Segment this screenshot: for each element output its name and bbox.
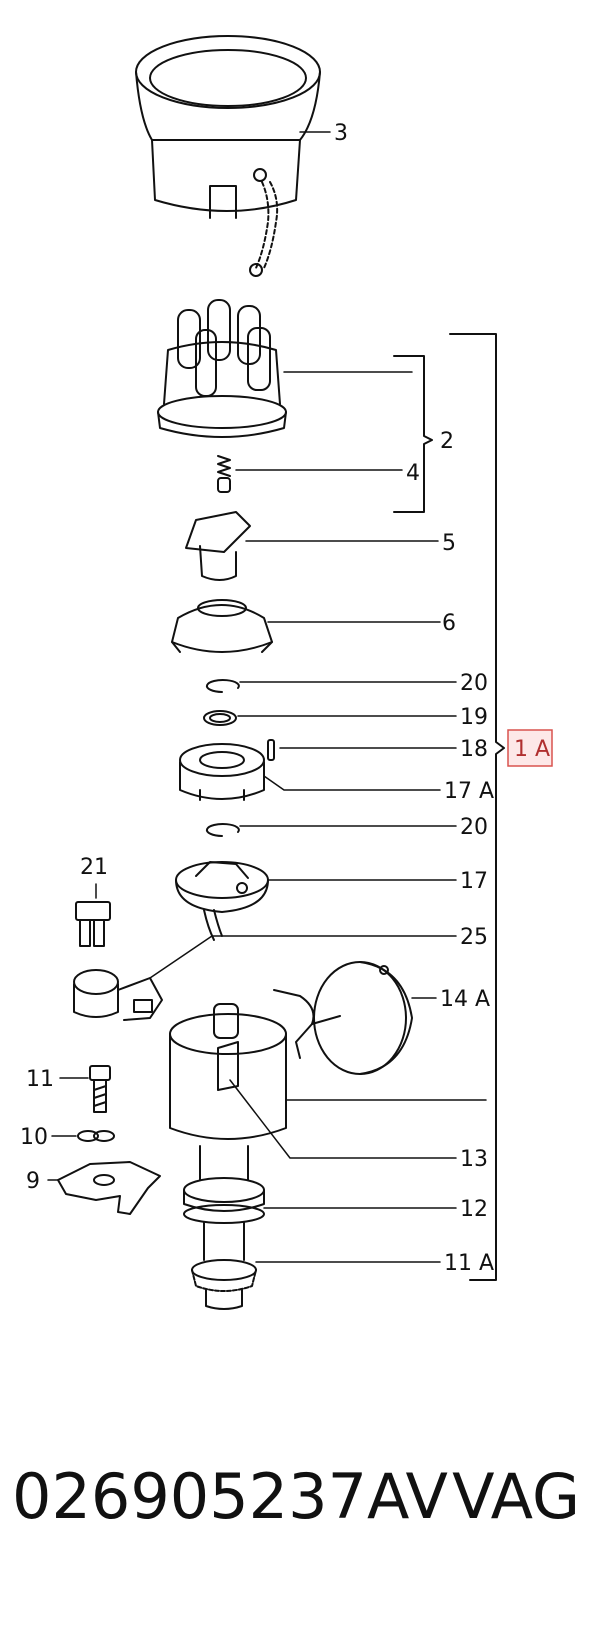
callout-1a: 1 A xyxy=(514,737,550,762)
leader-lines xyxy=(47,131,487,1263)
part-25-sender-unit xyxy=(73,969,163,1021)
callout-12: 12 xyxy=(460,1197,488,1222)
brand-name: VAG xyxy=(452,1460,580,1533)
callout-13: 13 xyxy=(460,1147,488,1172)
part-21-connector xyxy=(75,901,111,947)
callout-19: 19 xyxy=(460,705,488,730)
distributor-shaft xyxy=(183,1145,265,1310)
callout-10: 10 xyxy=(20,1125,48,1150)
callout-17a: 17 A xyxy=(444,779,494,804)
part-20-circlip-lower xyxy=(205,823,240,837)
callout-11a: 11 A xyxy=(444,1251,494,1276)
bracket-part-1a xyxy=(449,333,505,1281)
part-5-rotor xyxy=(185,511,251,581)
callout-25: 25 xyxy=(460,925,488,950)
part-3-dust-cover xyxy=(135,35,321,277)
bracket-part-2 xyxy=(393,355,433,513)
callout-21: 21 xyxy=(80,855,108,880)
callout-6: 6 xyxy=(442,611,456,636)
callout-2: 2 xyxy=(440,429,454,454)
part-17-breaker-plate xyxy=(175,861,269,941)
callout-11: 11 xyxy=(26,1067,54,1092)
part-14a-vacuum-unit xyxy=(273,961,413,1075)
callout-5: 5 xyxy=(442,531,456,556)
part-20-circlip-upper xyxy=(205,679,240,693)
part-2-distributor-cap xyxy=(157,299,287,438)
callout-9: 9 xyxy=(26,1169,40,1194)
part-number: 026905237AV xyxy=(12,1460,448,1533)
part-6-dust-shield xyxy=(171,599,273,653)
exploded-parts-diagram: 3 2 4 5 6 20 19 18 17 A 20 17 21 25 14 A… xyxy=(20,35,553,1310)
callout-14a: 14 A xyxy=(440,987,490,1012)
callout-20-upper: 20 xyxy=(460,671,488,696)
part-11-bolt xyxy=(89,1065,111,1113)
part-19-bearing-ring xyxy=(203,710,237,726)
distributor-housing xyxy=(169,1003,287,1140)
footer: 026905237AV VAG xyxy=(0,1460,600,1570)
part-4-brush-spring xyxy=(217,455,231,493)
part-10-washer xyxy=(77,1130,115,1142)
part-9-clamp xyxy=(57,1161,161,1215)
callout-20-lower: 20 xyxy=(460,815,488,840)
callout-17: 17 xyxy=(460,869,488,894)
part-17a-bearing-housing xyxy=(179,743,265,801)
callout-4: 4 xyxy=(406,461,420,486)
highlight-callout-1a: 1 A xyxy=(507,729,553,767)
callout-3: 3 xyxy=(334,121,348,146)
part-18-pin xyxy=(267,739,275,761)
callout-18: 18 xyxy=(460,737,488,762)
